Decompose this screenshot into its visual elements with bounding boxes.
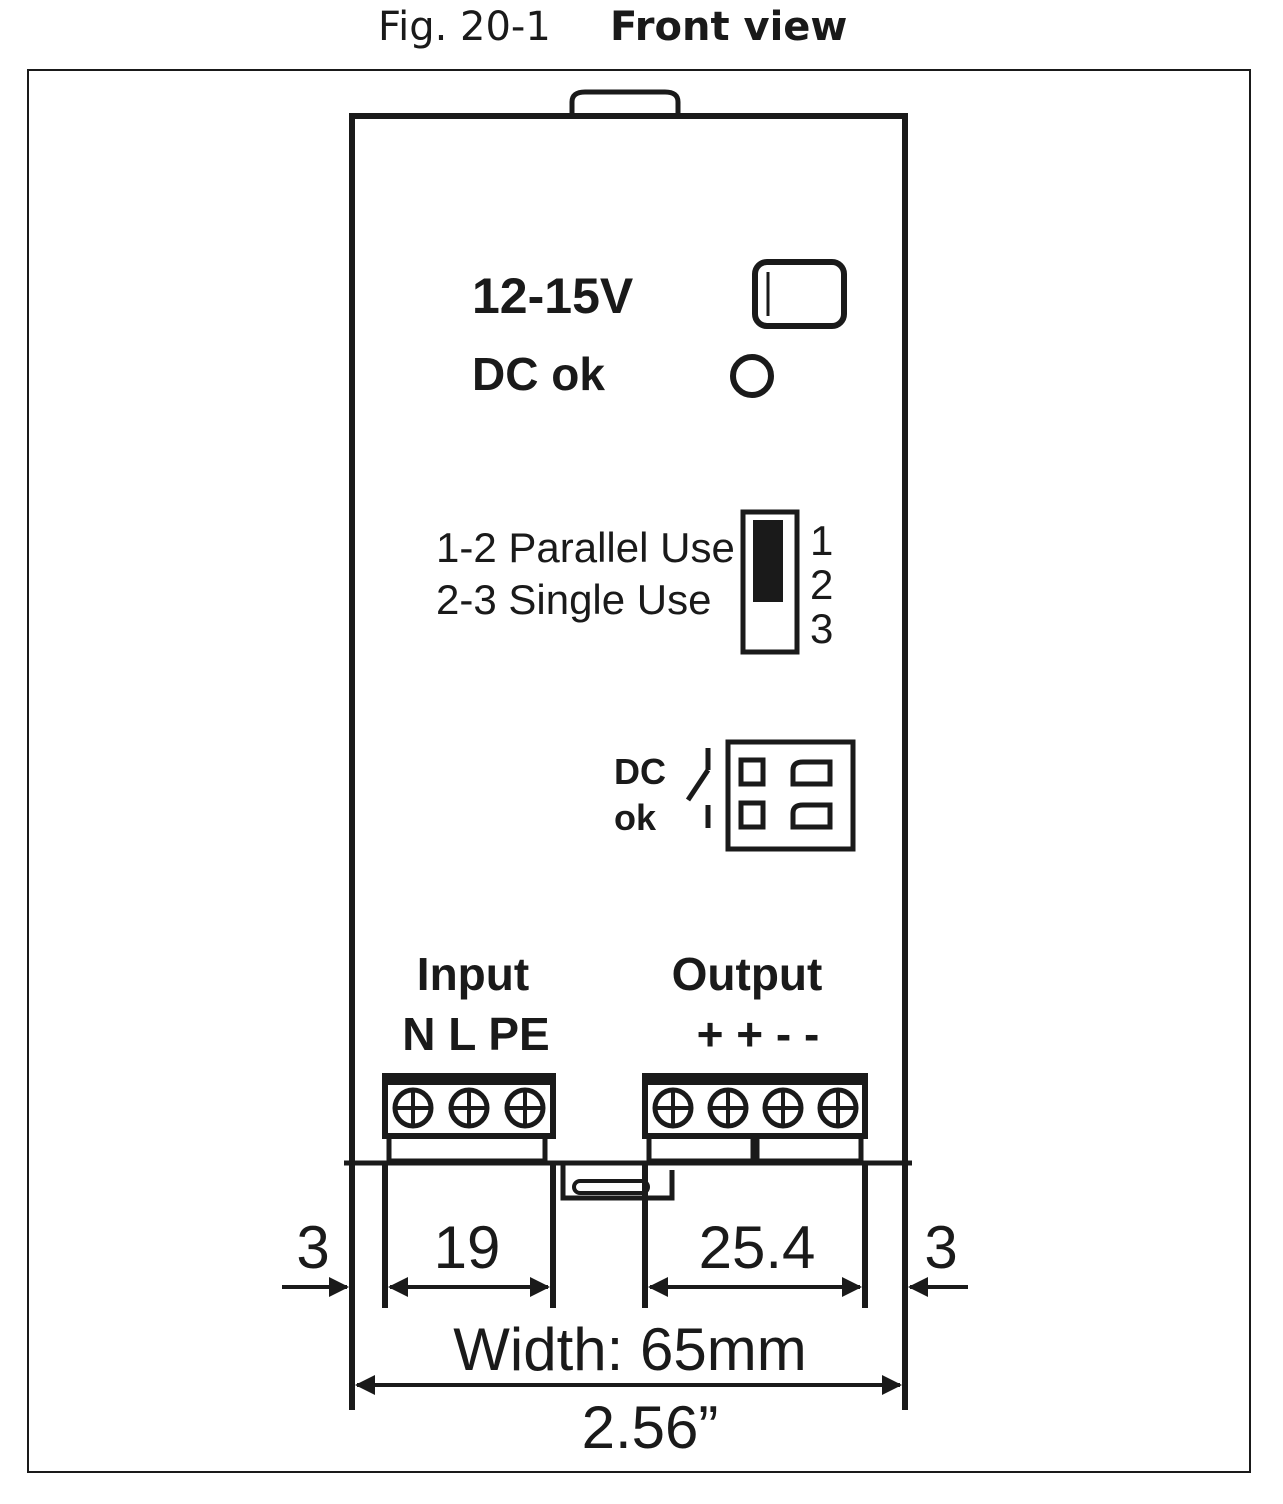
relay-pin — [790, 759, 833, 787]
input-title: Input — [417, 948, 529, 1000]
relay-pin — [790, 802, 833, 830]
voltage-adjust-knob — [752, 259, 847, 329]
output-pin-labels: + + - - — [697, 1008, 820, 1060]
dim-total-width-mm: Width: 65mm — [453, 1316, 806, 1383]
dim-output-width: 25.4 — [699, 1214, 816, 1281]
dim-input-width: 19 — [434, 1214, 501, 1281]
relay-label-dc: DC — [614, 751, 666, 792]
jumper-pin-2: 2 — [810, 561, 833, 608]
screw-terminal — [504, 1087, 546, 1129]
dc-ok-led — [730, 354, 774, 398]
jumper-cap — [753, 520, 783, 602]
output-terminal-block — [642, 1073, 868, 1164]
screw-terminal — [817, 1087, 859, 1129]
relay-pin — [738, 757, 766, 787]
jumper-label-single: 2-3 Single Use — [436, 576, 711, 623]
screw-terminal — [652, 1087, 694, 1129]
figure-number: Fig. 20-1 — [378, 4, 551, 50]
screw-terminal — [448, 1087, 490, 1129]
housing-outline — [349, 113, 908, 1410]
relay-label-ok: ok — [614, 797, 657, 838]
screw-terminal — [762, 1087, 804, 1129]
relay-contact-icon — [685, 748, 711, 828]
relay-connector — [725, 739, 856, 852]
screw-terminal — [392, 1087, 434, 1129]
dim-right-margin: 3 — [924, 1214, 957, 1281]
input-pin-labels: N L PE — [402, 1008, 549, 1060]
jumper-pin-1: 1 — [810, 517, 833, 564]
dim-left-margin: 3 — [296, 1214, 329, 1281]
jumper-header — [740, 509, 800, 655]
top-clip — [569, 89, 681, 116]
figure-frame — [27, 69, 1251, 1473]
relay-pin — [738, 800, 766, 830]
din-rail-latch — [560, 1163, 675, 1201]
output-title: Output — [672, 948, 823, 1000]
figure-title: Front view — [610, 4, 847, 50]
input-terminal-block — [382, 1073, 556, 1164]
jumper-label-parallel: 1-2 Parallel Use — [436, 524, 735, 571]
dimension-extension-lines — [382, 1163, 868, 1308]
screw-terminal — [707, 1087, 749, 1129]
dc-ok-label: DC ok — [472, 348, 605, 400]
voltage-label: 12-15V — [472, 268, 634, 324]
dim-total-width-in: 2.56” — [582, 1394, 719, 1461]
jumper-pin-3: 3 — [810, 605, 833, 652]
